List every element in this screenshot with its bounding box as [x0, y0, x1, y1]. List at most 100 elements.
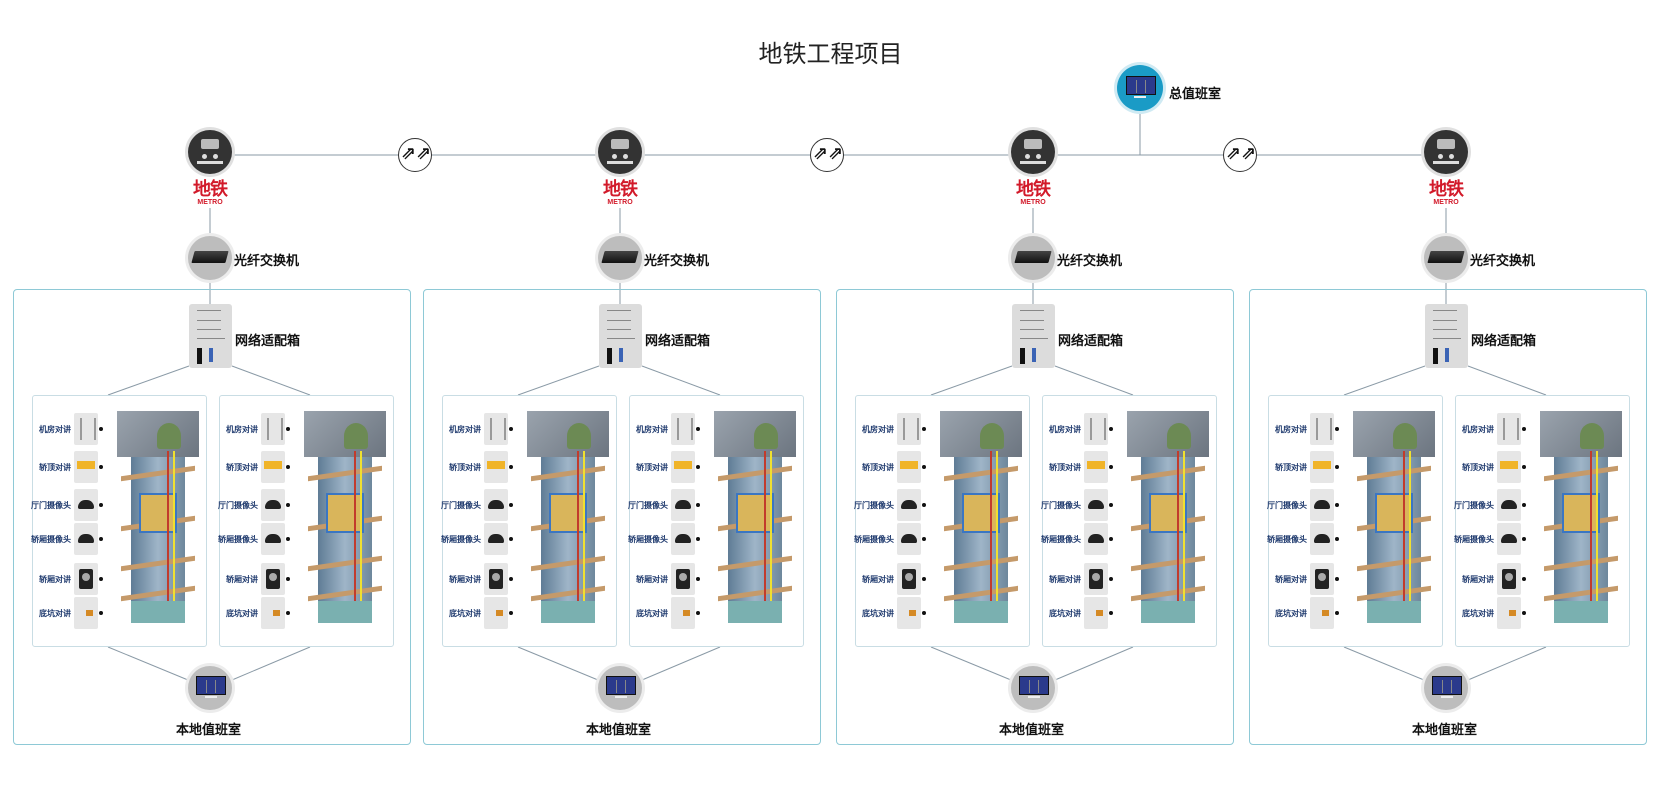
connector-dot — [99, 427, 103, 431]
intercom-keypad-icon[interactable] — [1310, 451, 1334, 483]
connector-dot — [922, 611, 926, 615]
local-duty-room-icon[interactable] — [598, 666, 642, 710]
intercom-panel-icon[interactable] — [1084, 413, 1108, 445]
intercom-keypad-icon[interactable] — [1497, 451, 1521, 483]
device-glyph — [677, 418, 693, 440]
station-box — [836, 289, 1234, 745]
connector-dot — [1335, 537, 1339, 541]
screen-divider — [206, 680, 207, 693]
pit-intercom-icon[interactable] — [1497, 597, 1521, 629]
fiber-switch-label: 光纤交换机 — [234, 254, 300, 269]
intercom-knob-icon[interactable] — [74, 563, 98, 595]
intercom-keypad-icon[interactable] — [261, 451, 285, 483]
dome-camera-icon[interactable] — [261, 523, 285, 555]
pit-intercom-icon[interactable] — [74, 597, 98, 629]
dome-camera-icon[interactable] — [897, 523, 921, 555]
metro-station-icon[interactable] — [1011, 130, 1055, 174]
device-glyph — [675, 500, 691, 509]
connector-dot — [99, 537, 103, 541]
pit-intercom-icon[interactable] — [261, 597, 285, 629]
dome-camera-icon[interactable] — [897, 489, 921, 521]
intercom-knob-icon[interactable] — [897, 563, 921, 595]
dome-camera-icon[interactable] — [1084, 523, 1108, 555]
control-room-icon[interactable] — [1117, 65, 1163, 111]
network-adapter-box-icon[interactable] — [1012, 304, 1055, 368]
metro-logo-cn: 地铁 — [1016, 179, 1051, 200]
pit-intercom-icon[interactable] — [1084, 597, 1108, 629]
intercom-panel-icon[interactable] — [261, 413, 285, 445]
metro-logo-en: METRO — [197, 199, 223, 206]
fiber-switch-icon[interactable] — [1011, 236, 1055, 280]
dome-camera-icon[interactable] — [1310, 523, 1334, 555]
intercom-panel-icon[interactable] — [671, 413, 695, 445]
device-label: 机房对讲 — [1462, 425, 1494, 434]
local-duty-room-icon[interactable] — [188, 666, 232, 710]
connector-dot — [99, 465, 103, 469]
fiber-switch-icon[interactable] — [188, 236, 232, 280]
intercom-panel-icon[interactable] — [1310, 413, 1334, 445]
intercom-knob-icon[interactable] — [484, 563, 508, 595]
device-label: 厅门摄像头 — [1267, 501, 1307, 510]
screen-divider — [616, 680, 617, 693]
intercom-panel-icon[interactable] — [484, 413, 508, 445]
yellow-cable — [770, 451, 772, 601]
metro-train-glyph — [1438, 154, 1443, 159]
pit-intercom-icon[interactable] — [484, 597, 508, 629]
pit-intercom-icon[interactable] — [1310, 597, 1334, 629]
intercom-keypad-icon[interactable] — [1084, 451, 1108, 483]
connector-dot — [509, 611, 513, 615]
dome-camera-icon[interactable] — [484, 523, 508, 555]
intercom-knob-icon[interactable] — [671, 563, 695, 595]
intercom-keypad-icon[interactable] — [484, 451, 508, 483]
network-adapter-box-icon[interactable] — [1425, 304, 1468, 368]
dome-camera-icon[interactable] — [1310, 489, 1334, 521]
connector-dot — [922, 427, 926, 431]
pit-intercom-icon[interactable] — [897, 597, 921, 629]
dome-camera-icon[interactable] — [1497, 489, 1521, 521]
intercom-knob-icon[interactable] — [1084, 563, 1108, 595]
dome-camera-icon[interactable] — [74, 489, 98, 521]
metro-station-icon[interactable] — [188, 130, 232, 174]
connector-dot — [286, 465, 290, 469]
shaft-pit — [541, 601, 595, 623]
intercom-knob-icon[interactable] — [1310, 563, 1334, 595]
red-cable — [167, 451, 169, 611]
local-duty-room-label: 本地值班室 — [999, 723, 1065, 738]
network-adapter-box-icon[interactable] — [599, 304, 642, 368]
intercom-keypad-icon[interactable] — [897, 451, 921, 483]
metro-station-icon[interactable] — [1424, 130, 1468, 174]
elevator-panel: 机房对讲轿顶对讲厅门摄像头轿厢摄像头轿厢对讲底坑对讲 — [628, 395, 804, 647]
dome-camera-icon[interactable] — [74, 523, 98, 555]
elevator-shaft-illustration — [1127, 411, 1209, 623]
intercom-panel-icon[interactable] — [897, 413, 921, 445]
intercom-keypad-icon[interactable] — [671, 451, 695, 483]
intercom-panel-icon[interactable] — [74, 413, 98, 445]
network-adapter-box-icon[interactable] — [189, 304, 232, 368]
dome-camera-icon[interactable] — [261, 489, 285, 521]
dome-camera-icon[interactable] — [484, 489, 508, 521]
device-label: 轿顶对讲 — [862, 463, 894, 472]
intercom-knob-icon[interactable] — [261, 563, 285, 595]
local-duty-room-icon[interactable] — [1424, 666, 1468, 710]
dome-camera-icon[interactable] — [1084, 489, 1108, 521]
pit-intercom-icon[interactable] — [671, 597, 695, 629]
intercom-panel-icon[interactable] — [1497, 413, 1521, 445]
device-label: 轿厢对讲 — [39, 575, 71, 584]
metro-train-glyph — [623, 154, 628, 159]
device-glyph — [264, 461, 282, 469]
intercom-knob-icon[interactable] — [1497, 563, 1521, 595]
dome-camera-icon[interactable] — [671, 523, 695, 555]
intercom-keypad-icon[interactable] — [74, 451, 98, 483]
dome-camera-icon[interactable] — [1497, 523, 1521, 555]
device-label: 轿顶对讲 — [449, 463, 481, 472]
metro-train-glyph — [611, 139, 629, 149]
connector-dot — [509, 427, 513, 431]
connector-dot — [922, 503, 926, 507]
metro-station-icon[interactable] — [598, 130, 642, 174]
adapter-panel-line — [607, 320, 631, 321]
dome-camera-icon[interactable] — [671, 489, 695, 521]
fiber-switch-icon[interactable] — [1424, 236, 1468, 280]
fiber-switch-icon[interactable] — [598, 236, 642, 280]
adapter-panel-line — [197, 320, 221, 321]
local-duty-room-icon[interactable] — [1011, 666, 1055, 710]
